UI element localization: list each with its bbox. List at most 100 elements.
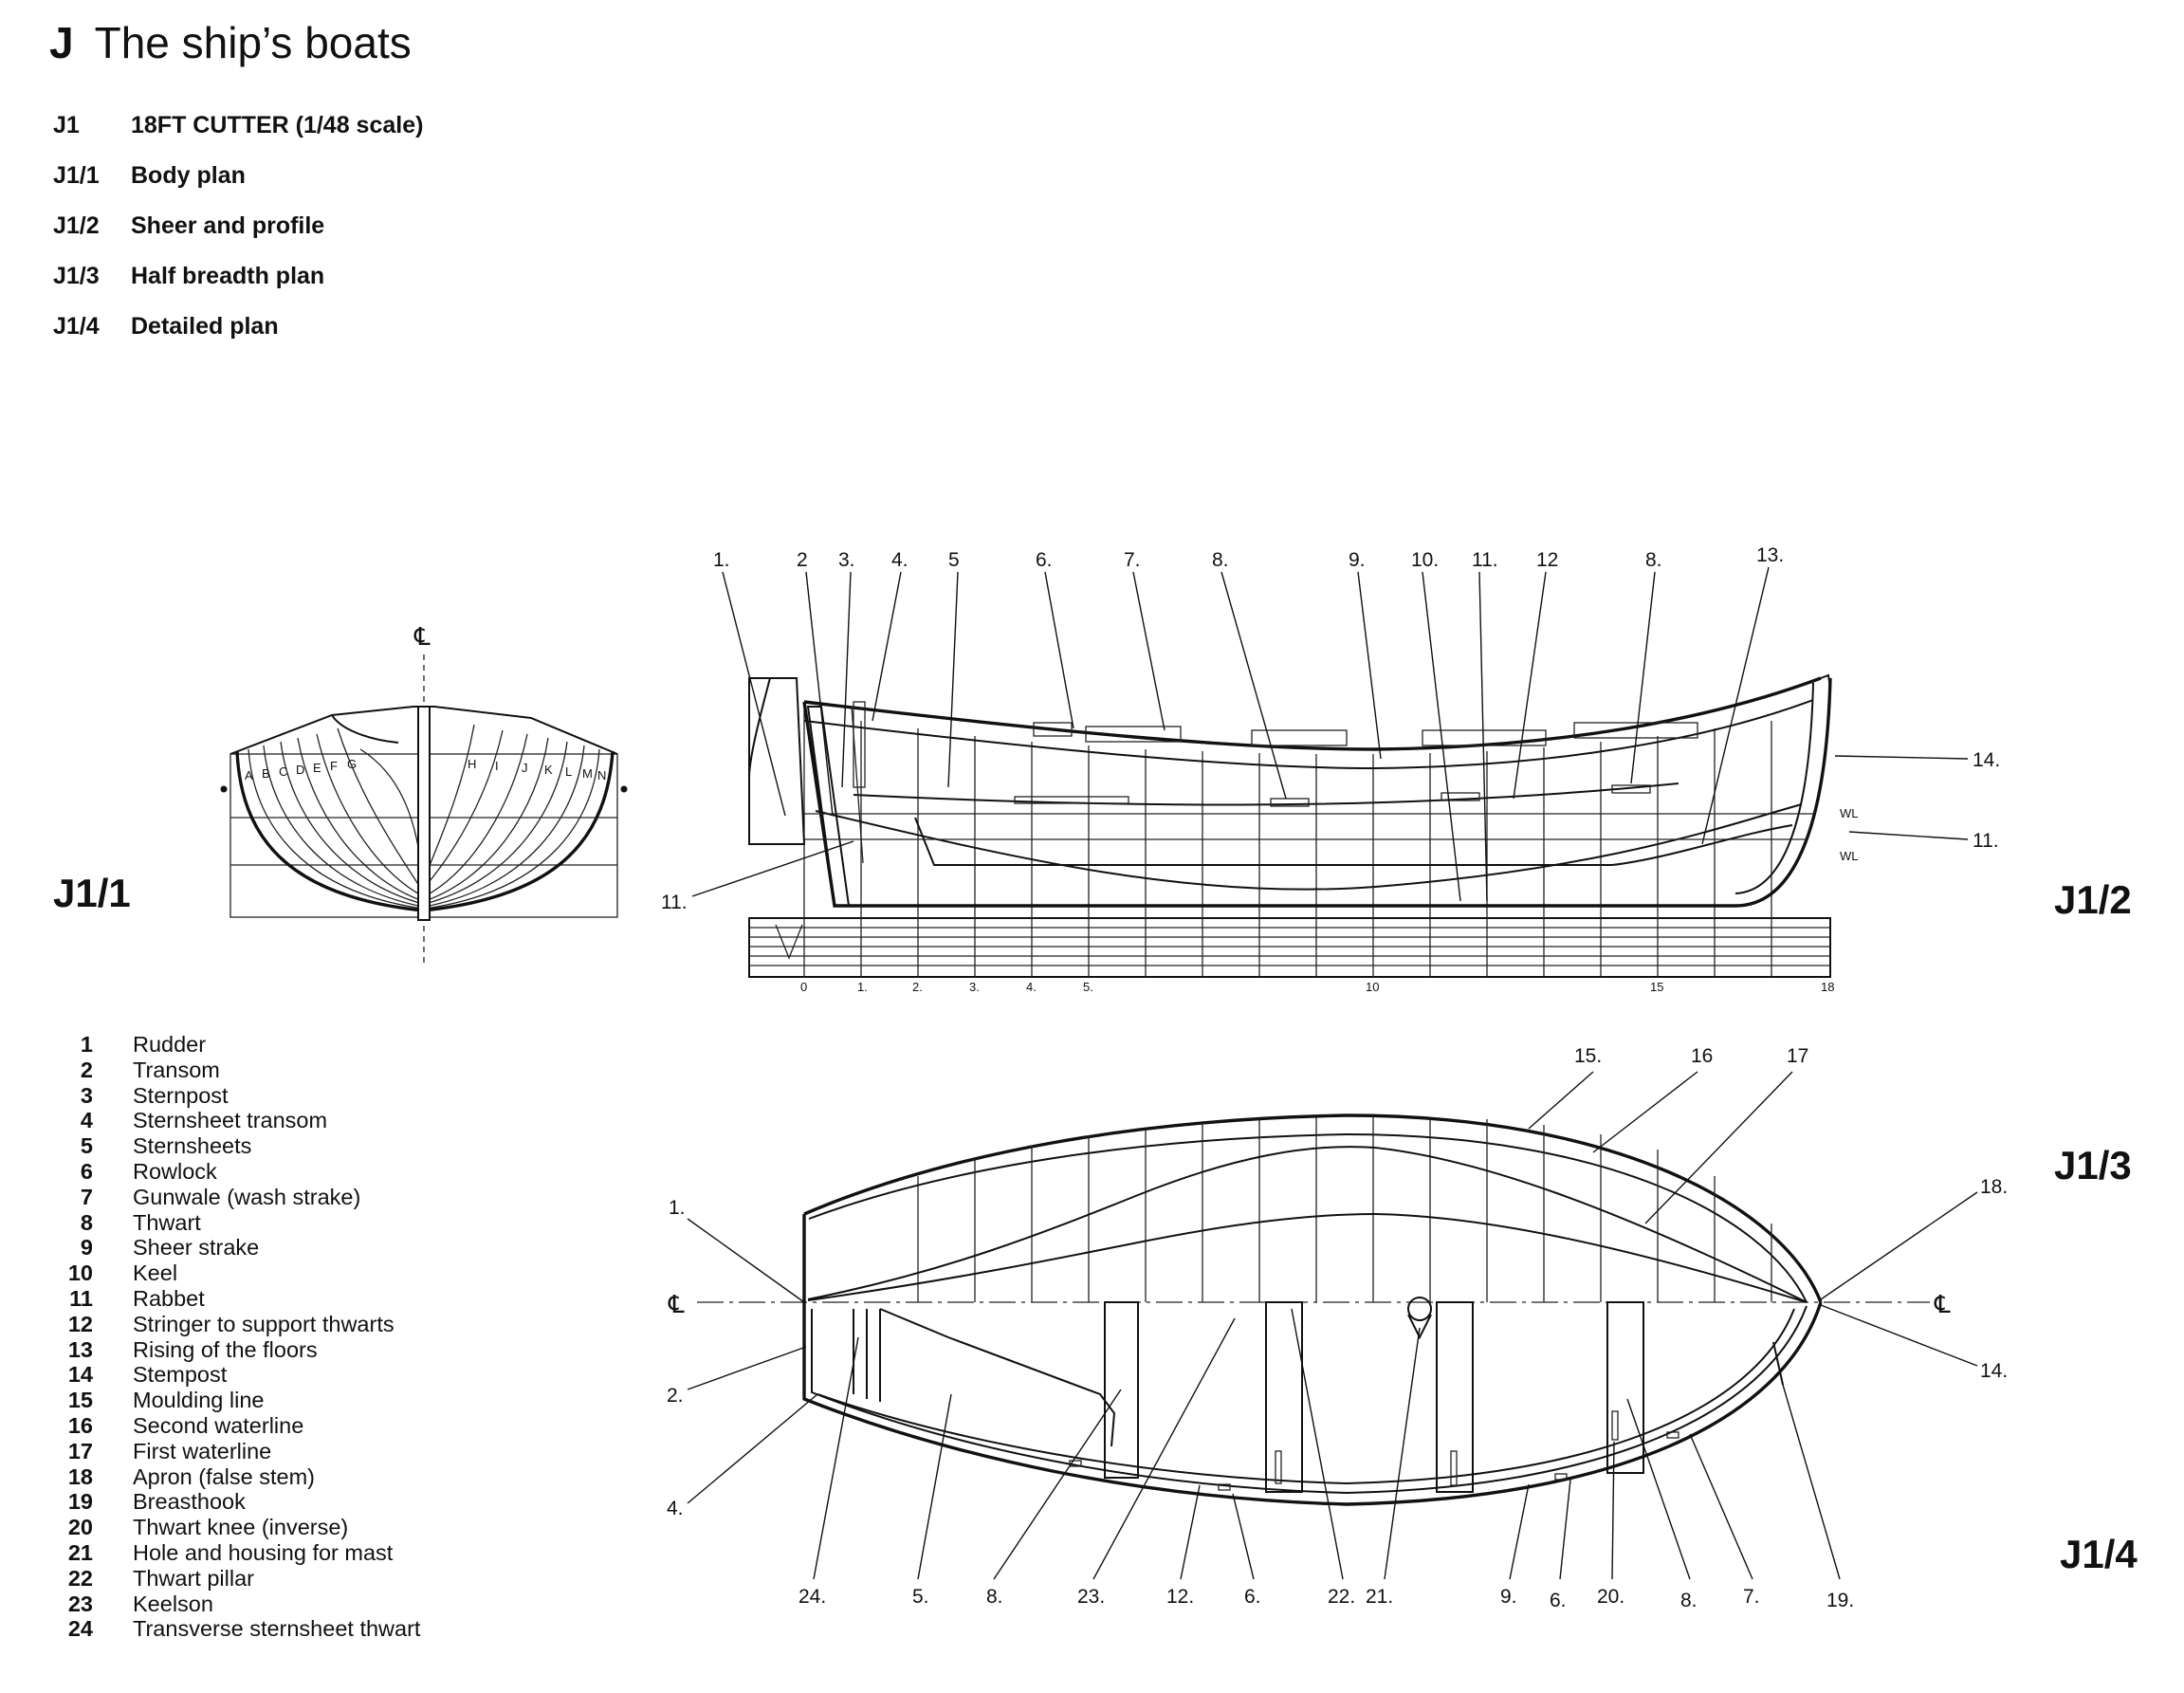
callout-label: 22. bbox=[1328, 1586, 1355, 1608]
callout-label: 2. bbox=[667, 1385, 684, 1407]
callout-label: 15. bbox=[1574, 1045, 1602, 1067]
station-number: 0 bbox=[800, 980, 807, 994]
callout-label: 13. bbox=[1756, 544, 1784, 566]
index-code: J1 bbox=[53, 112, 80, 138]
callout-label: 17 bbox=[1787, 1045, 1808, 1067]
callout-label: 18. bbox=[1980, 1176, 2008, 1198]
callout-label: 11. bbox=[1472, 549, 1498, 571]
index-code: J1/2 bbox=[53, 212, 100, 239]
callout-label: 11. bbox=[661, 892, 688, 913]
callout-label: 23. bbox=[1077, 1586, 1105, 1608]
index-label: Body plan bbox=[131, 162, 246, 189]
index-row: J1/2 Sheer and profile bbox=[53, 212, 423, 263]
callout-label: 19. bbox=[1826, 1590, 1854, 1611]
station-number: 2. bbox=[912, 980, 923, 994]
station-letter: H bbox=[468, 757, 476, 771]
figure-label-sheer-profile: J1/2 bbox=[2054, 877, 2132, 922]
callout-label: 1. bbox=[713, 549, 730, 571]
half-breadth-plan: ℄ ℄ bbox=[668, 1045, 2008, 1382]
callout-label: 16 bbox=[1691, 1045, 1713, 1067]
figure-label-body-plan: J1/1 bbox=[53, 871, 131, 915]
callout-label: 24. bbox=[798, 1586, 826, 1608]
callout-label: 1. bbox=[669, 1197, 686, 1219]
centreline-symbol: ℄ bbox=[668, 1291, 685, 1319]
callout-label: 9. bbox=[1500, 1586, 1517, 1608]
body-plan: ℄ A B C D E F G H bbox=[220, 623, 628, 967]
station-number: 3. bbox=[969, 980, 980, 994]
callout-label: 12 bbox=[1536, 549, 1558, 571]
figure-label-detailed-plan: J1/4 bbox=[2060, 1532, 2138, 1576]
callout-label: 11. bbox=[1973, 830, 1999, 852]
callout-label: 21. bbox=[1366, 1586, 1393, 1608]
station-letter: K bbox=[544, 763, 553, 777]
index-label: Detailed plan bbox=[131, 313, 279, 340]
callout-label: 9. bbox=[1349, 549, 1366, 571]
station-number: 5. bbox=[1083, 980, 1093, 994]
station-letter: M bbox=[582, 766, 593, 781]
station-letter: A bbox=[245, 768, 253, 782]
station-number: 1. bbox=[857, 980, 868, 994]
detailed-plan: 2. 4. 24. 5. 8. 23. 12. 6. 22. 21. 9. 6.… bbox=[667, 1297, 1854, 1611]
station-letter: E bbox=[313, 761, 321, 775]
callout-label: 10. bbox=[1411, 549, 1439, 571]
waterline-mark: WL bbox=[1840, 849, 1859, 863]
callout-label: 8. bbox=[1680, 1590, 1698, 1611]
station-letter: G bbox=[347, 757, 357, 771]
callout-label: 5. bbox=[912, 1586, 929, 1608]
station-letter: F bbox=[330, 759, 338, 773]
index-label: Half breadth plan bbox=[131, 263, 325, 289]
callout-label: 6. bbox=[1036, 549, 1053, 571]
sheer-profile: 1. 2 3. 4. 5 6. 7. 8. 9. 10. 11. 12 8. 1… bbox=[661, 544, 2000, 994]
station-letter: C bbox=[279, 764, 287, 779]
waterline-mark: WL bbox=[1840, 806, 1859, 820]
centreline-symbol: ℄ bbox=[413, 623, 431, 652]
station-number: 18 bbox=[1821, 980, 1834, 994]
index-code: J1/3 bbox=[53, 263, 100, 289]
index-label: Sheer and profile bbox=[131, 212, 325, 239]
station-letter: N bbox=[597, 768, 606, 782]
station-letter: L bbox=[565, 764, 572, 779]
plate-index: J1 18FT CUTTER (1/48 scale) J1/1 Body plan… bbox=[53, 112, 423, 363]
callout-label: 12. bbox=[1166, 1586, 1194, 1608]
callout-label: 7. bbox=[1743, 1586, 1760, 1608]
index-row: J1 18FT CUTTER (1/48 scale) bbox=[53, 112, 423, 162]
station-letter: D bbox=[296, 763, 304, 777]
station-letter: B bbox=[262, 766, 270, 781]
callout-label: 14. bbox=[1980, 1360, 2008, 1382]
callout-label: 4. bbox=[891, 549, 908, 571]
callout-label: 5 bbox=[948, 549, 960, 571]
station-number: 10 bbox=[1366, 980, 1379, 994]
station-letter: J bbox=[522, 761, 528, 775]
station-number: 15 bbox=[1650, 980, 1663, 994]
callout-label: 3. bbox=[838, 549, 855, 571]
callout-label: 8. bbox=[1645, 549, 1662, 571]
index-label: 18FT CUTTER (1/48 scale) bbox=[131, 112, 424, 138]
index-code: J1/1 bbox=[53, 162, 100, 189]
section-letter: J bbox=[49, 18, 74, 67]
station-number: 4. bbox=[1026, 980, 1037, 994]
station-letter: I bbox=[495, 759, 499, 773]
